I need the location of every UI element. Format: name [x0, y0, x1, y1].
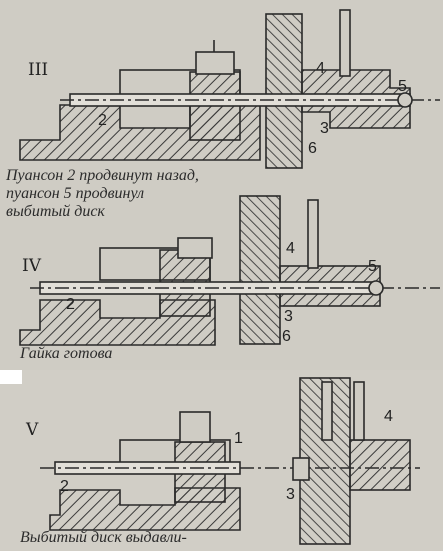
- iv-num-5: 5: [368, 258, 377, 275]
- iii-num-2: 2: [98, 112, 107, 129]
- iii-die-plate: [265, 13, 303, 169]
- iii-nut: [195, 51, 235, 75]
- iv-num-4: 4: [286, 240, 295, 257]
- stage-v-label: V: [26, 420, 39, 440]
- stage-iv-label: IV: [22, 256, 41, 276]
- stage-iv-caption: Гайка готова: [20, 345, 113, 362]
- v-right-block: [349, 439, 411, 491]
- iv-nut: [177, 237, 213, 259]
- iv-die-plate: [239, 195, 281, 345]
- v-num-3: 3: [286, 486, 295, 503]
- iii-num-6: 6: [308, 140, 317, 157]
- v-num-4: 4: [384, 408, 393, 425]
- stage-iii-caption-2: пуансон 5 продвинул: [6, 185, 145, 202]
- stage-v-caption: Выбитый диск выдавли-: [20, 529, 187, 546]
- v-nut: [179, 411, 211, 443]
- stage-v-drawing: [40, 377, 420, 545]
- v-right-pin-2: [353, 381, 365, 441]
- stage-iii-caption-1: Пуансон 2 продвинут назад,: [6, 167, 199, 184]
- v-right-pin-1: [321, 381, 333, 441]
- iv-top-pin: [307, 199, 319, 269]
- iv-num-3: 3: [284, 308, 293, 325]
- iii-num-3: 3: [320, 120, 329, 137]
- v-disk: [292, 457, 310, 481]
- stage-iii-label: III: [28, 60, 49, 80]
- stage-iv-drawing: [19, 195, 440, 346]
- iv-num-2: 2: [66, 296, 75, 313]
- v-num-1: 1: [234, 430, 243, 447]
- iii-num-5: 5: [398, 78, 407, 95]
- white-gap: [0, 370, 22, 384]
- iii-top-pin: [339, 9, 351, 77]
- iv-num-6: 6: [282, 328, 291, 345]
- iii-num-4: 4: [316, 60, 325, 77]
- stage-iii-drawing: [19, 9, 440, 169]
- v-num-2: 2: [60, 478, 69, 495]
- stage-iii-caption-3: выбитый диск: [6, 203, 105, 220]
